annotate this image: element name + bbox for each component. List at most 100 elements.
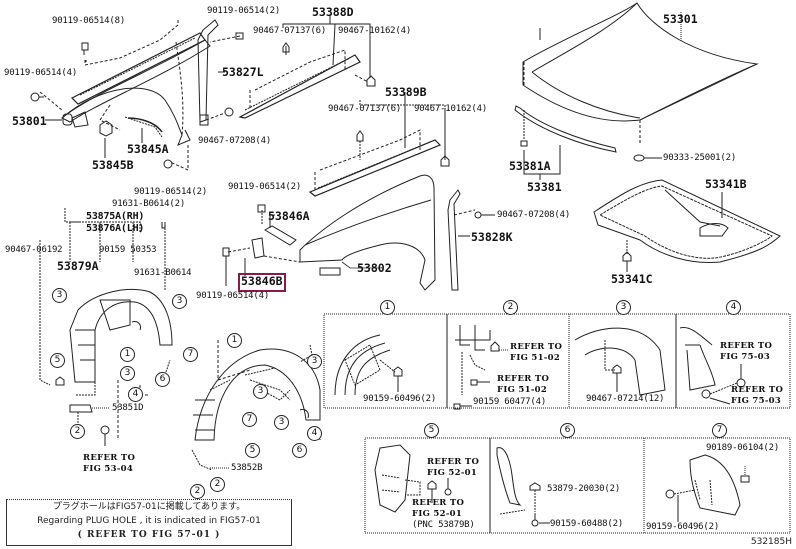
callout-53301[interactable]: 53301 bbox=[663, 12, 698, 26]
callout-90467-07208-4-left[interactable]: 90467-07208(4) bbox=[198, 136, 272, 146]
callout-90119-06514-4-bottom[interactable]: 90119-06514(4) bbox=[196, 291, 270, 301]
plug-hole-note: プラグホールはFIG57-01に掲載してあります。 Regarding PLUG… bbox=[6, 499, 292, 546]
marker-3[interactable]: 3 bbox=[172, 294, 187, 309]
callout-91631-B0614-2[interactable]: 91631-B0614(2) bbox=[112, 199, 186, 209]
panel-7-callout-2[interactable]: 90159-60496(2) bbox=[646, 522, 720, 532]
marker-1[interactable]: 1 bbox=[227, 333, 242, 348]
callout-53828K[interactable]: 53828K bbox=[471, 230, 513, 244]
callout-53876A-LH[interactable]: 53876A(LH) bbox=[86, 223, 145, 234]
clip-icon bbox=[701, 389, 711, 399]
panel-3-callout[interactable]: 90467-07214(12) bbox=[586, 394, 665, 404]
callout-90467-07137-6-top[interactable]: 90467-07137(6) bbox=[253, 26, 327, 36]
bolt-icon bbox=[81, 42, 89, 55]
callout-53852B[interactable]: 53852B bbox=[231, 463, 263, 473]
marker-3[interactable]: 3 bbox=[307, 354, 322, 369]
panel-2-refer-2b[interactable]: FIG 51-02 bbox=[497, 385, 548, 395]
marker-5[interactable]: 5 bbox=[50, 353, 65, 368]
highlight-box-53846B bbox=[238, 273, 286, 292]
callout-90467-10162-4-top[interactable]: 90467-10162(4) bbox=[338, 26, 412, 36]
callout-90119-06514-8[interactable]: 90119-06514(8) bbox=[52, 16, 126, 26]
panel-4-refer-2a[interactable]: REFER TO bbox=[731, 385, 784, 395]
callout-90119-06514-2-top[interactable]: 90119-06514(2) bbox=[207, 6, 281, 16]
callout-53845A[interactable]: 53845A bbox=[127, 142, 169, 156]
note-refer-link[interactable]: ( REFER TO FIG 57-01 ) bbox=[77, 530, 221, 540]
callout-90119-06514-2-right[interactable]: 90119-06514(2) bbox=[228, 182, 302, 192]
callout-53875A-RH[interactable]: 53875A(RH) bbox=[86, 211, 145, 222]
callout-53388D[interactable]: 53388D bbox=[312, 5, 354, 19]
clip-icon bbox=[427, 480, 437, 490]
panel-6-callout-2[interactable]: 90159-60488(2) bbox=[550, 519, 624, 529]
marker-1[interactable]: 1 bbox=[120, 347, 135, 362]
marker-2[interactable]: 2 bbox=[210, 477, 225, 492]
note-marker: 2 bbox=[190, 484, 205, 499]
bolt-icon bbox=[100, 425, 110, 446]
marker-4[interactable]: 4 bbox=[307, 426, 322, 441]
callout-90467-07208-4-right[interactable]: 90467-07208(4) bbox=[497, 210, 571, 220]
marker-7[interactable]: 7 bbox=[183, 347, 198, 362]
marker-2[interactable]: 2 bbox=[70, 424, 85, 439]
marker-5[interactable]: 5 bbox=[245, 443, 260, 458]
clip-icon bbox=[257, 204, 266, 213]
callout-90467-07137-6-mid[interactable]: 90467-07137(6) bbox=[328, 104, 402, 114]
panel-1-marker[interactable]: 1 bbox=[380, 300, 395, 315]
marker-7[interactable]: 7 bbox=[242, 412, 257, 427]
panel-2-refer-1b[interactable]: FIG 51-02 bbox=[510, 353, 561, 363]
panel-7-callout-1[interactable]: 90189-06104(2) bbox=[706, 443, 780, 453]
callout-90119-06514-2-mid[interactable]: 90119-06514(2) bbox=[134, 187, 208, 197]
refer-to-fig-53-04-line1[interactable]: REFER TO bbox=[83, 453, 136, 463]
marker-3[interactable]: 3 bbox=[120, 366, 135, 381]
callout-53381A[interactable]: 53381A bbox=[509, 159, 551, 173]
callout-53846A[interactable]: 53846A bbox=[268, 209, 310, 223]
panel-3-marker[interactable]: 3 bbox=[616, 300, 631, 315]
callout-90467-06192[interactable]: 90467-06192 bbox=[5, 245, 63, 255]
callout-90467-10162-4-mid[interactable]: 90467-10162(4) bbox=[414, 104, 488, 114]
fender-right-drawing bbox=[299, 174, 436, 291]
panel-2-refer-2a[interactable]: REFER TO bbox=[497, 374, 550, 384]
clip-icon bbox=[235, 32, 244, 40]
callout-90119-06514-4[interactable]: 90119-06514(4) bbox=[4, 68, 78, 78]
callout-91631-B0614[interactable]: 91631-B0614 bbox=[134, 268, 192, 278]
hood-drawing bbox=[522, 2, 759, 143]
marker-3[interactable]: 3 bbox=[274, 415, 289, 430]
callout-53802[interactable]: 53802 bbox=[357, 261, 392, 275]
panel-5-refer-2b[interactable]: FIG 52-01 bbox=[412, 509, 463, 519]
bolt-icon bbox=[531, 513, 539, 527]
panel-5-refer-1a[interactable]: REFER TO bbox=[427, 457, 480, 467]
callout-53381[interactable]: 53381 bbox=[527, 180, 562, 194]
panel-4-marker[interactable]: 4 bbox=[726, 300, 741, 315]
marker-6[interactable]: 6 bbox=[292, 443, 307, 458]
callout-53341C[interactable]: 53341C bbox=[611, 272, 653, 286]
panel-2-marker[interactable]: 2 bbox=[503, 300, 518, 315]
panel-2-refer-1a[interactable]: REFER TO bbox=[510, 342, 563, 352]
callout-53879A[interactable]: 53879A bbox=[57, 259, 99, 273]
panel-5-refer-2a[interactable]: REFER TO bbox=[412, 498, 465, 508]
panel-6-marker[interactable]: 6 bbox=[560, 423, 575, 438]
marker-6[interactable]: 6 bbox=[155, 372, 170, 387]
panel-5-marker[interactable]: 5 bbox=[424, 423, 439, 438]
panel-5-pnc[interactable]: (PNC 53879B) bbox=[412, 520, 475, 530]
detail-panels-grid bbox=[323, 313, 791, 534]
callout-53827L[interactable]: 53827L bbox=[222, 65, 264, 79]
callout-53389B[interactable]: 53389B bbox=[385, 85, 427, 99]
callout-53341B[interactable]: 53341B bbox=[705, 177, 747, 191]
callout-53846B[interactable]: 53846B bbox=[241, 274, 283, 288]
refer-to-fig-53-04-line2[interactable]: FIG 53-04 bbox=[83, 464, 134, 474]
panel-6-callout-1[interactable]: 53879-20030(2) bbox=[547, 484, 621, 494]
callout-53801[interactable]: 53801 bbox=[12, 114, 47, 128]
panel-5-refer-1b[interactable]: FIG 52-01 bbox=[427, 468, 478, 478]
panel-4-refer-1a[interactable]: REFER TO bbox=[720, 341, 773, 351]
panel-2-callout[interactable]: 90159 60477(4) bbox=[473, 397, 547, 407]
panel-4-refer-2b[interactable]: FIG 75-03 bbox=[731, 396, 782, 406]
clip-icon bbox=[622, 251, 632, 262]
marker-4[interactable]: 4 bbox=[128, 387, 143, 402]
panel-4-refer-1b[interactable]: FIG 75-03 bbox=[720, 352, 771, 362]
marker-3[interactable]: 3 bbox=[52, 288, 67, 303]
callout-90159-50353[interactable]: 90159 50353 bbox=[99, 245, 157, 255]
marker-3[interactable]: 3 bbox=[253, 384, 268, 399]
callout-53851D[interactable]: 53851D bbox=[112, 403, 144, 413]
clip-icon bbox=[740, 475, 750, 483]
callout-53845B[interactable]: 53845B bbox=[92, 158, 134, 172]
panel-1-callout[interactable]: 90159-60496(2) bbox=[363, 394, 437, 404]
panel-7-marker[interactable]: 7 bbox=[712, 423, 727, 438]
callout-90333-25001-2[interactable]: 90333-25001(2) bbox=[663, 153, 737, 163]
